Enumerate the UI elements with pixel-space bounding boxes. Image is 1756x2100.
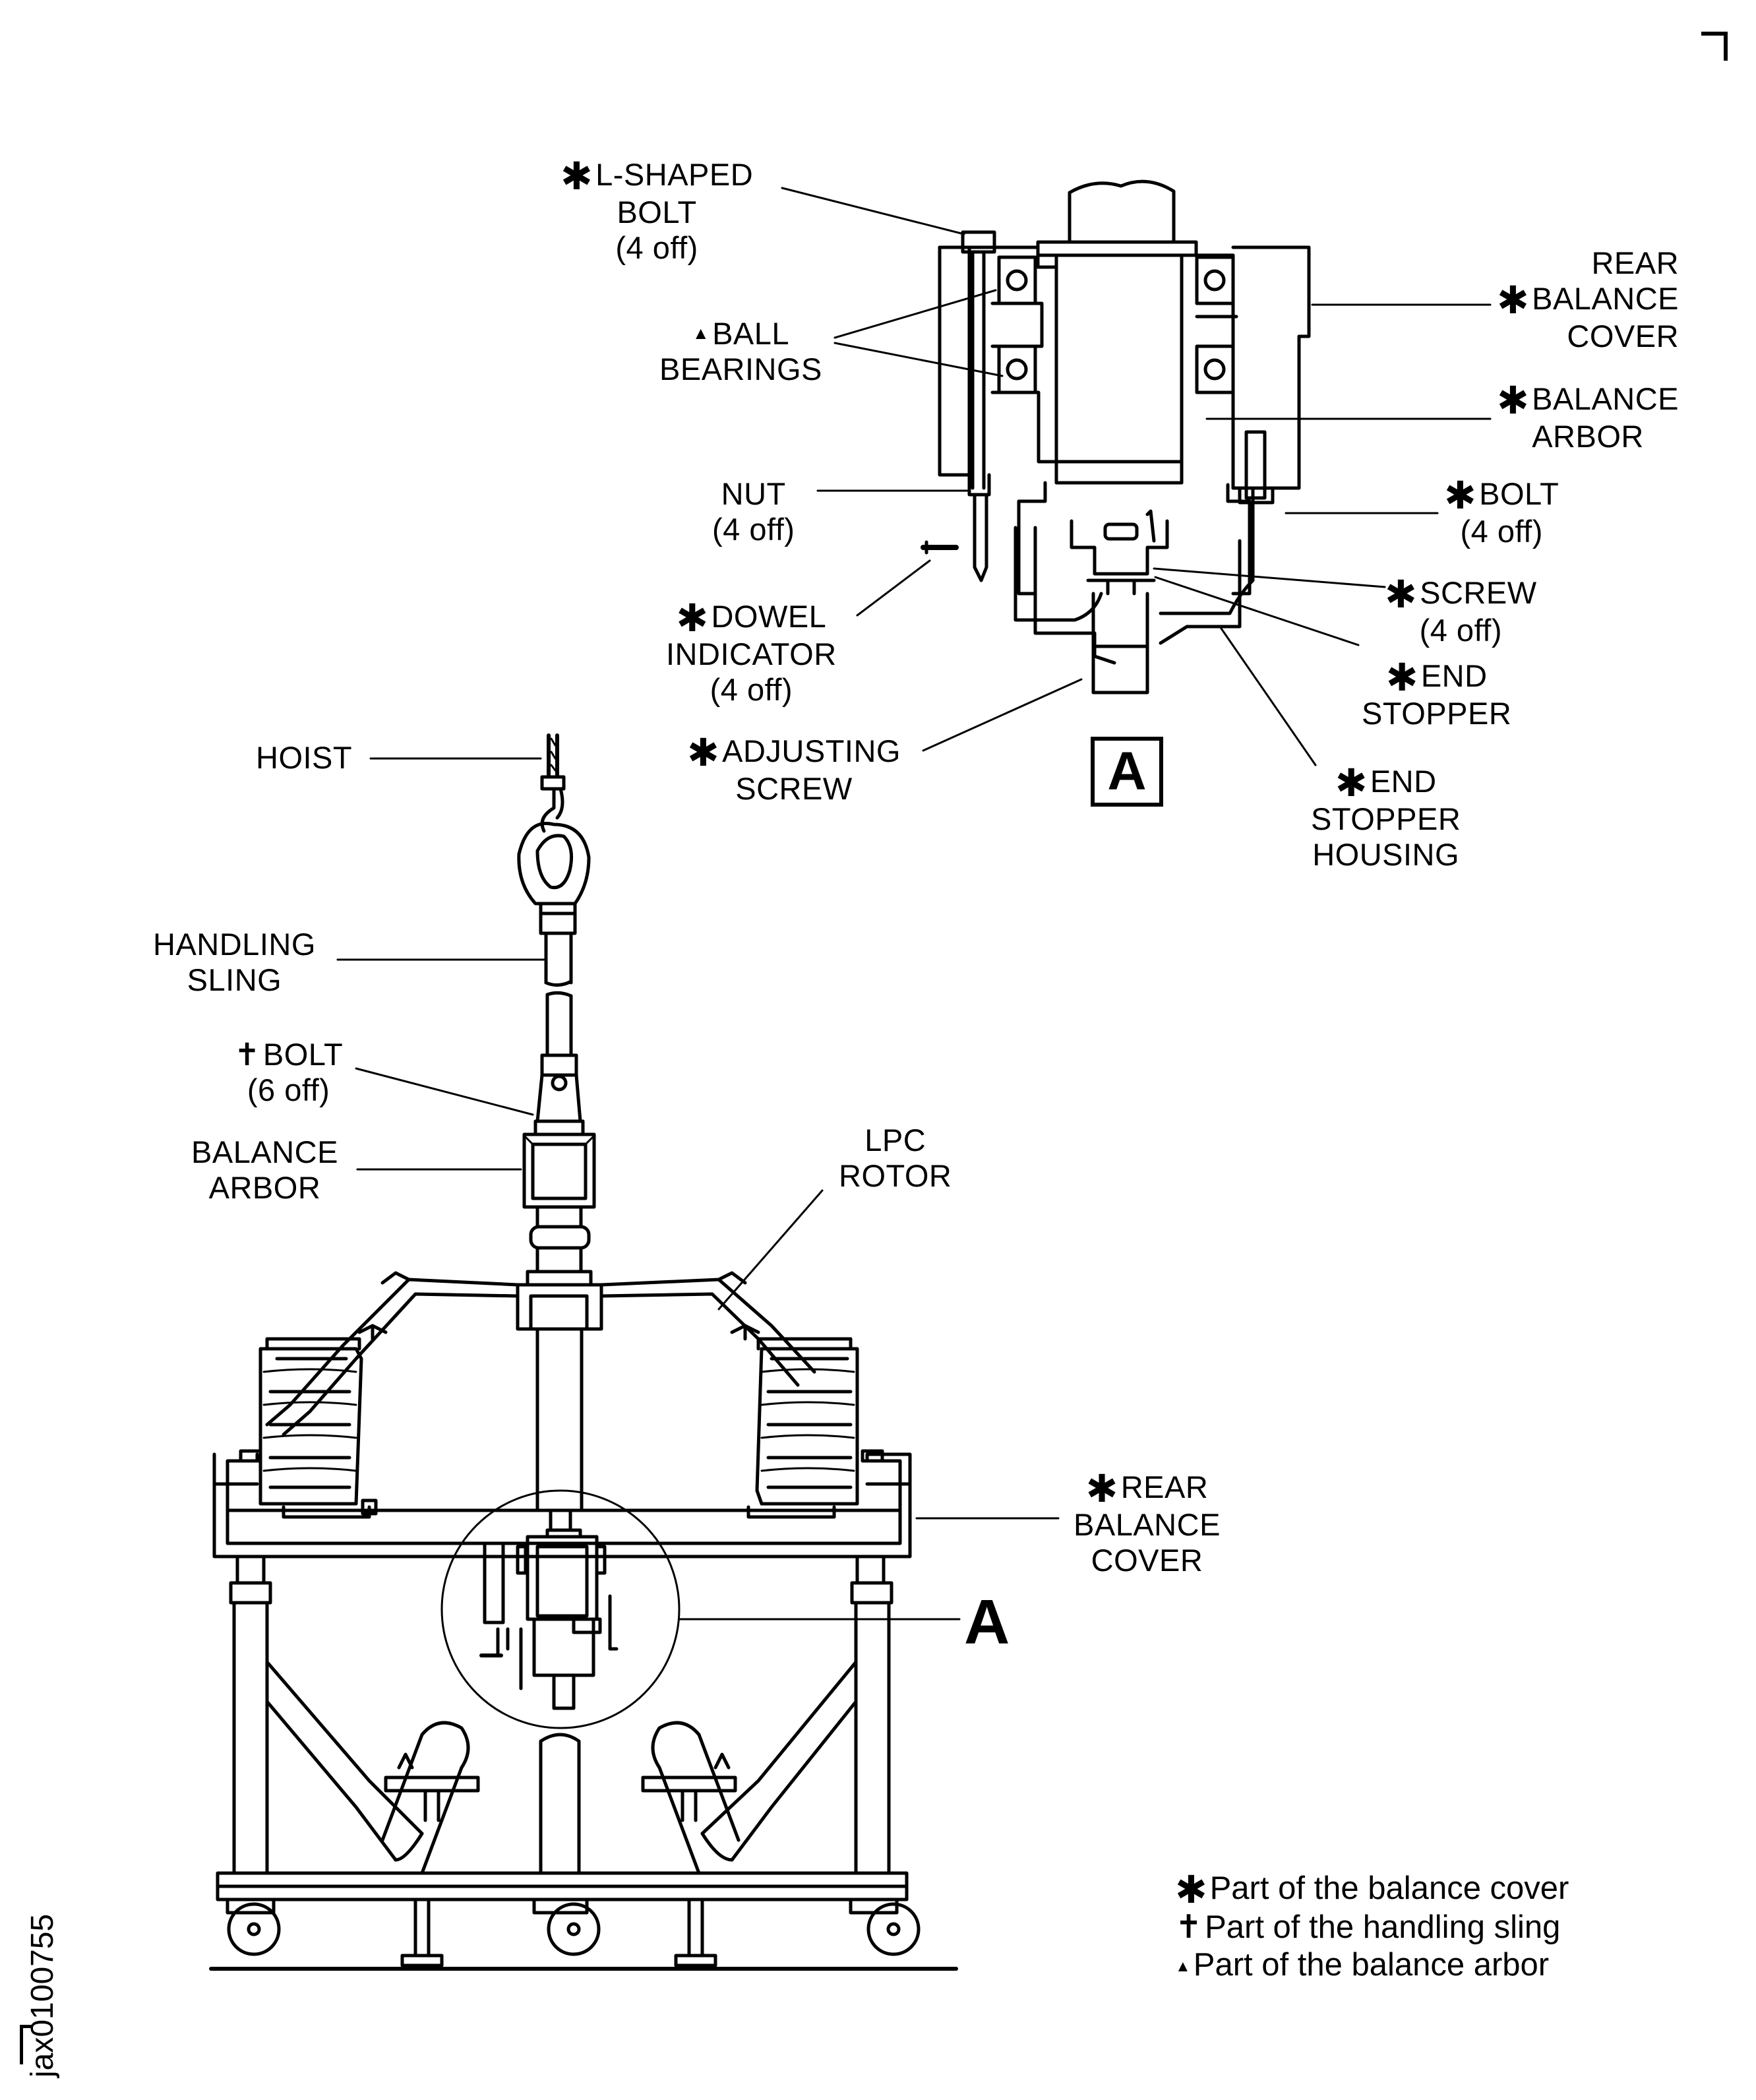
label-handling-sling: HANDLING SLING	[153, 927, 316, 997]
label-bolt-detail: ✱BOLT (4 off)	[1444, 474, 1559, 549]
detail-a-leaders	[781, 187, 1492, 766]
label-end-stopper: ✱END STOPPER	[1362, 656, 1512, 731]
label-bolt-main: ✝BOLT (6 off)	[234, 1037, 344, 1107]
label-end-stopper-housing: ✱END STOPPER HOUSING	[1311, 762, 1461, 872]
corner-mark-top-right	[1701, 32, 1728, 61]
callout-a-label: A	[964, 1587, 1010, 1657]
corner-mark-bottom-left	[20, 2025, 33, 2064]
main-leaders	[336, 757, 1060, 1621]
balance-arbor-main	[516, 1132, 603, 1512]
document-id: jax0100755	[25, 1913, 60, 2078]
legend-item-balance-arbor: ▲Part of the balance arbor	[1175, 1947, 1550, 1983]
label-lpc-rotor: LPC ROTOR	[839, 1123, 952, 1193]
detail-a-drawing	[921, 179, 1311, 695]
hoist-and-sling	[517, 733, 591, 1136]
label-nut: NUT (4 off)	[712, 476, 795, 547]
detail-a-callout-circle	[440, 1489, 681, 1729]
legend: ✱Part of the balance cover ✝Part of the …	[1175, 1870, 1569, 1985]
balance-stand	[209, 1449, 958, 1971]
label-rear-balance-cover-detail: REAR ✱BALANCE COVER	[1497, 245, 1680, 354]
label-hoist: HOIST	[256, 740, 353, 775]
lpc-rotor	[258, 1271, 859, 1519]
label-balance-arbor-detail: ✱BALANCE ARBOR	[1497, 379, 1680, 454]
label-adjusting-screw: ✱ADJUSTING SCREW	[687, 731, 901, 806]
label-ball-bearings: ▲BALL BEARINGS	[659, 316, 822, 386]
label-balance-arbor-main: BALANCE ARBOR	[191, 1134, 338, 1205]
label-rear-balance-cover-main: ✱REAR BALANCE COVER	[1074, 1467, 1221, 1578]
label-screw-detail: ✱SCREW (4 off)	[1385, 573, 1537, 648]
label-dowel-indicator: ✱DOWEL INDICATOR (4 off)	[666, 597, 837, 707]
label-l-shaped-bolt: ✱L-SHAPED BOLT (4 off)	[560, 155, 754, 265]
legend-item-handling-sling: ✝Part of the handling sling	[1175, 1909, 1561, 1945]
detail-a-box-label: A	[1091, 737, 1163, 807]
legend-item-balance-cover: ✱Part of the balance cover	[1175, 1868, 1569, 1911]
